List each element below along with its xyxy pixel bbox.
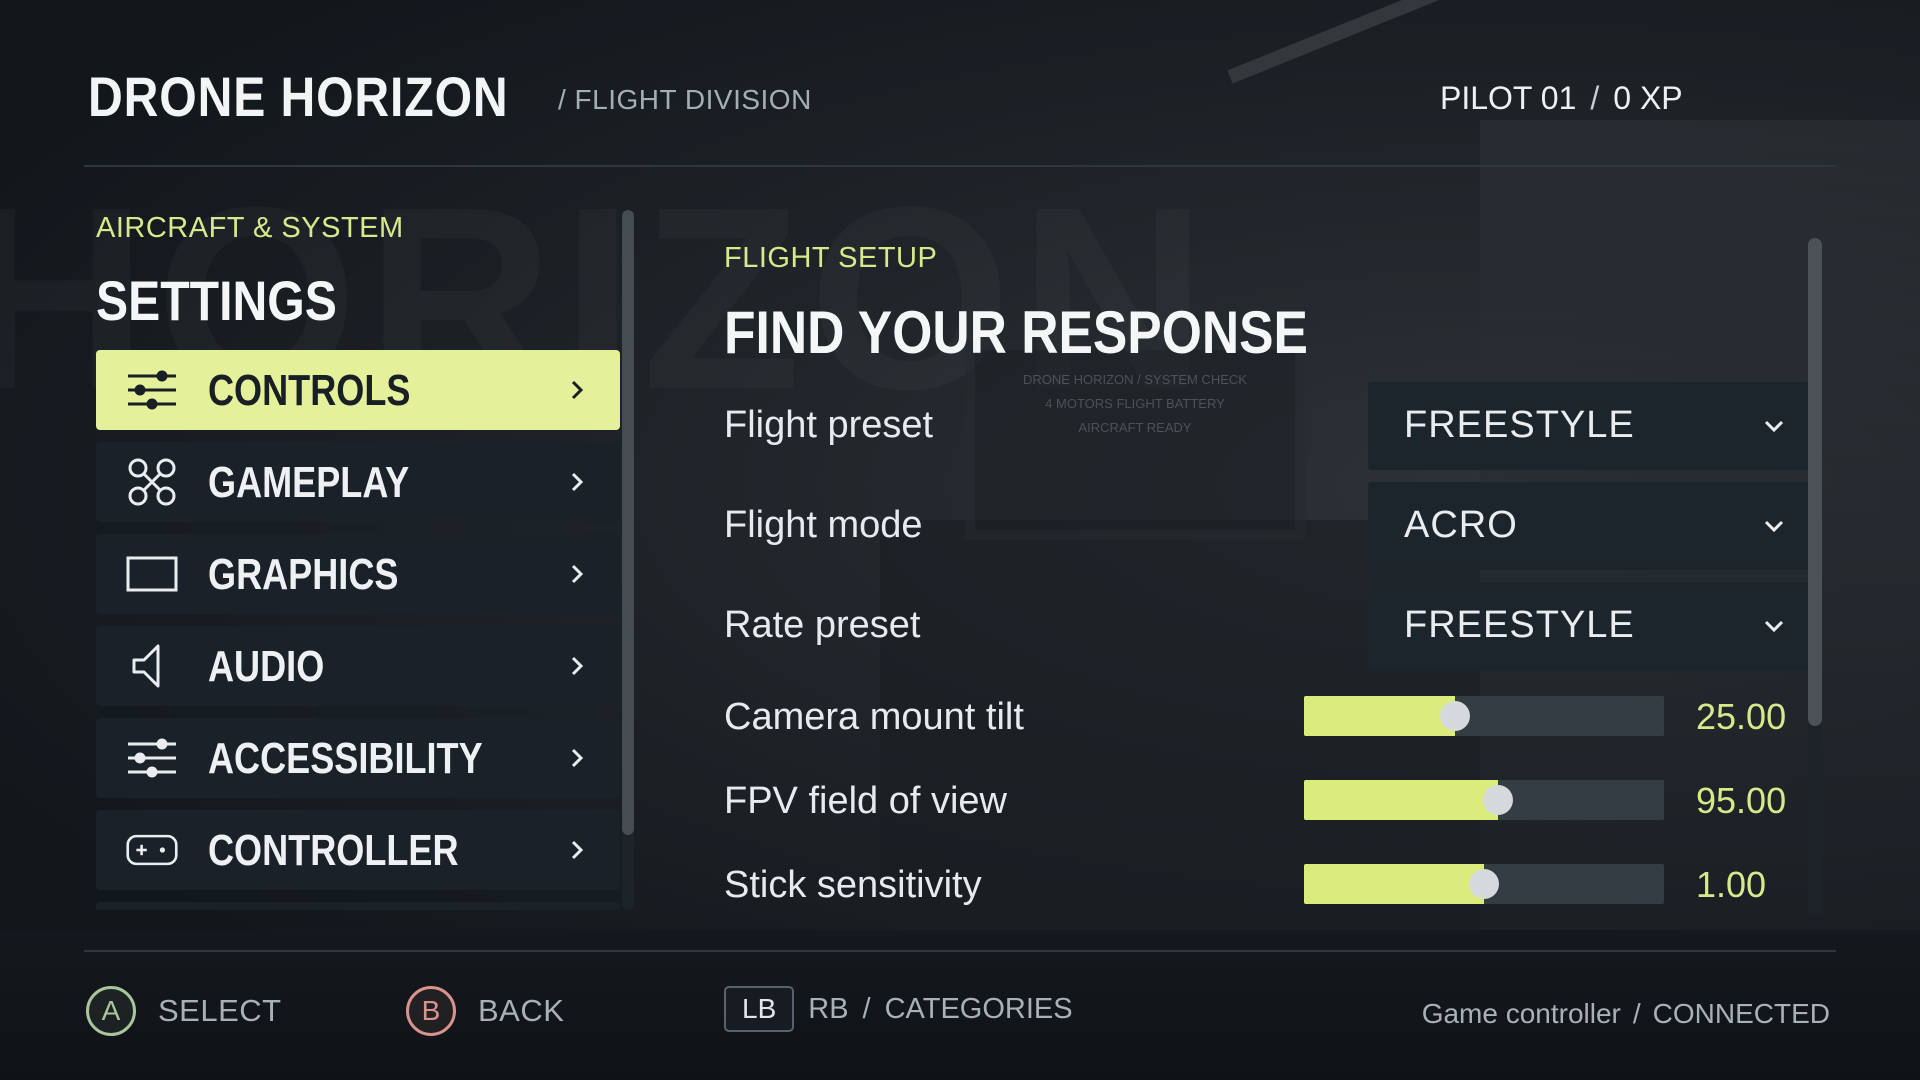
section-label: FLIGHT SETUP bbox=[724, 242, 938, 274]
menu-item-controls[interactable]: CONTROLS bbox=[96, 350, 620, 430]
dropdown-value: FREESTYLE bbox=[1404, 404, 1635, 446]
fov-slider[interactable] bbox=[1304, 780, 1664, 820]
pilot-xp: 0 XP bbox=[1613, 80, 1683, 116]
category-label: AIRCRAFT & SYSTEM bbox=[96, 212, 404, 244]
setting-label-fov: FPV field of view bbox=[724, 780, 1007, 822]
slider-handle[interactable] bbox=[1483, 785, 1514, 815]
a-button-icon: A bbox=[86, 986, 136, 1036]
rate-preset-dropdown[interactable]: FREESTYLE bbox=[1368, 582, 1808, 670]
select-hint-label: SELECT bbox=[158, 993, 282, 1028]
chevron-right-icon bbox=[564, 374, 590, 406]
menu-item-label: CONTROLLER bbox=[208, 826, 459, 875]
monitor-line: DRONE HORIZON / SYSTEM CHECK bbox=[1023, 372, 1247, 387]
chevron-down-icon bbox=[1762, 514, 1786, 538]
menu-item-label: GAMEPLAY bbox=[208, 458, 410, 507]
categories-separator: / bbox=[862, 992, 871, 1025]
content-scrollbar-thumb[interactable] bbox=[1808, 238, 1822, 726]
pilot-status: PILOT 01 / 0 XP bbox=[1440, 80, 1683, 117]
menu-item-label: CONTROLS bbox=[208, 366, 411, 415]
chevron-right-icon bbox=[564, 742, 590, 774]
categories-label: CATEGORIES bbox=[884, 992, 1073, 1025]
stick-sensitivity-value: 1.00 bbox=[1696, 864, 1767, 905]
breadcrumb: / FLIGHT DIVISION bbox=[558, 84, 812, 115]
select-hint[interactable]: A SELECT bbox=[86, 986, 282, 1036]
slider-fill bbox=[1304, 864, 1484, 904]
speaker-icon bbox=[126, 644, 178, 688]
slider-handle[interactable] bbox=[1440, 701, 1471, 731]
game-title: DRONE HORIZON bbox=[88, 65, 509, 128]
chevron-right-icon bbox=[564, 650, 590, 682]
footer-divider bbox=[84, 950, 1836, 952]
sliders-icon bbox=[126, 370, 178, 410]
menu-item-label: GRAPHICS bbox=[208, 550, 399, 599]
device-status: CONNECTED bbox=[1652, 998, 1830, 1029]
back-hint[interactable]: B BACK bbox=[406, 986, 564, 1036]
background-floor bbox=[0, 930, 1920, 1080]
b-button-icon: B bbox=[406, 986, 456, 1036]
slider-fill bbox=[1304, 780, 1499, 820]
slider-handle[interactable] bbox=[1469, 869, 1499, 899]
chevron-right-icon bbox=[564, 834, 590, 866]
lb-button-icon: LB bbox=[724, 986, 795, 1032]
menu-item-partial[interactable] bbox=[96, 902, 620, 910]
pilot-separator: / bbox=[1590, 80, 1600, 116]
dropdown-value: FREESTYLE bbox=[1404, 604, 1635, 646]
header-divider bbox=[84, 165, 1836, 167]
camera-tilt-value: 25.00 bbox=[1696, 696, 1787, 737]
setting-label-camera-tilt: Camera mount tilt bbox=[724, 696, 1024, 738]
back-hint-label: BACK bbox=[478, 993, 565, 1028]
menu-item-label: AUDIO bbox=[208, 642, 325, 691]
chevron-right-icon bbox=[564, 466, 590, 498]
setting-label-flight-mode: Flight mode bbox=[724, 504, 923, 546]
monitor-line: 4 MOTORS FLIGHT BATTERY bbox=[1045, 396, 1225, 411]
menu-item-gameplay[interactable]: GAMEPLAY bbox=[96, 442, 620, 522]
chevron-right-icon bbox=[564, 558, 590, 590]
rb-button-label: RB bbox=[808, 992, 849, 1025]
flight-mode-dropdown[interactable]: ACRO bbox=[1368, 482, 1808, 570]
fov-value: 95.00 bbox=[1696, 780, 1787, 821]
slider-fill bbox=[1304, 696, 1456, 736]
page-title: SETTINGS bbox=[96, 269, 337, 332]
menu-item-graphics[interactable]: GRAPHICS bbox=[96, 534, 620, 614]
chevron-down-icon bbox=[1762, 414, 1786, 438]
dropdown-value: ACRO bbox=[1404, 504, 1518, 546]
monitor-line: AIRCRAFT READY bbox=[1078, 420, 1192, 435]
gamepad-icon bbox=[126, 830, 178, 870]
menu-item-label: ACCESSIBILITY bbox=[208, 734, 483, 783]
setting-label-rate-preset: Rate preset bbox=[724, 604, 921, 646]
menu-item-audio[interactable]: AUDIO bbox=[96, 626, 620, 706]
camera-tilt-slider[interactable] bbox=[1304, 696, 1664, 736]
pilot-name: PILOT 01 bbox=[1440, 80, 1577, 116]
chevron-down-icon bbox=[1762, 614, 1786, 638]
drone-icon bbox=[126, 458, 178, 506]
flight-preset-dropdown[interactable]: FREESTYLE bbox=[1368, 382, 1808, 470]
device-name: Game controller bbox=[1421, 998, 1621, 1029]
background-monitor: DRONE HORIZON / SYSTEM CHECK 4 MOTORS FL… bbox=[965, 340, 1305, 540]
monitor-icon bbox=[126, 554, 178, 594]
controller-status: Game controller / CONNECTED bbox=[1422, 998, 1830, 1030]
setting-label-flight-preset: Flight preset bbox=[724, 404, 934, 446]
sliders-icon bbox=[126, 738, 178, 778]
settings-menu: CONTROLS GAMEPLAY GRAPHICS AUDIO bbox=[96, 350, 620, 910]
setting-label-stick-sensitivity: Stick sensitivity bbox=[724, 864, 982, 906]
categories-hint[interactable]: LB RB / CATEGORIES bbox=[724, 986, 1073, 1032]
status-separator: / bbox=[1632, 998, 1641, 1029]
menu-item-accessibility[interactable]: ACCESSIBILITY bbox=[96, 718, 620, 798]
section-title: FIND YOUR RESPONSE bbox=[724, 299, 1308, 366]
menu-scrollbar-thumb[interactable] bbox=[622, 210, 634, 835]
stick-sensitivity-slider[interactable] bbox=[1304, 864, 1664, 904]
menu-item-controller[interactable]: CONTROLLER bbox=[96, 810, 620, 890]
